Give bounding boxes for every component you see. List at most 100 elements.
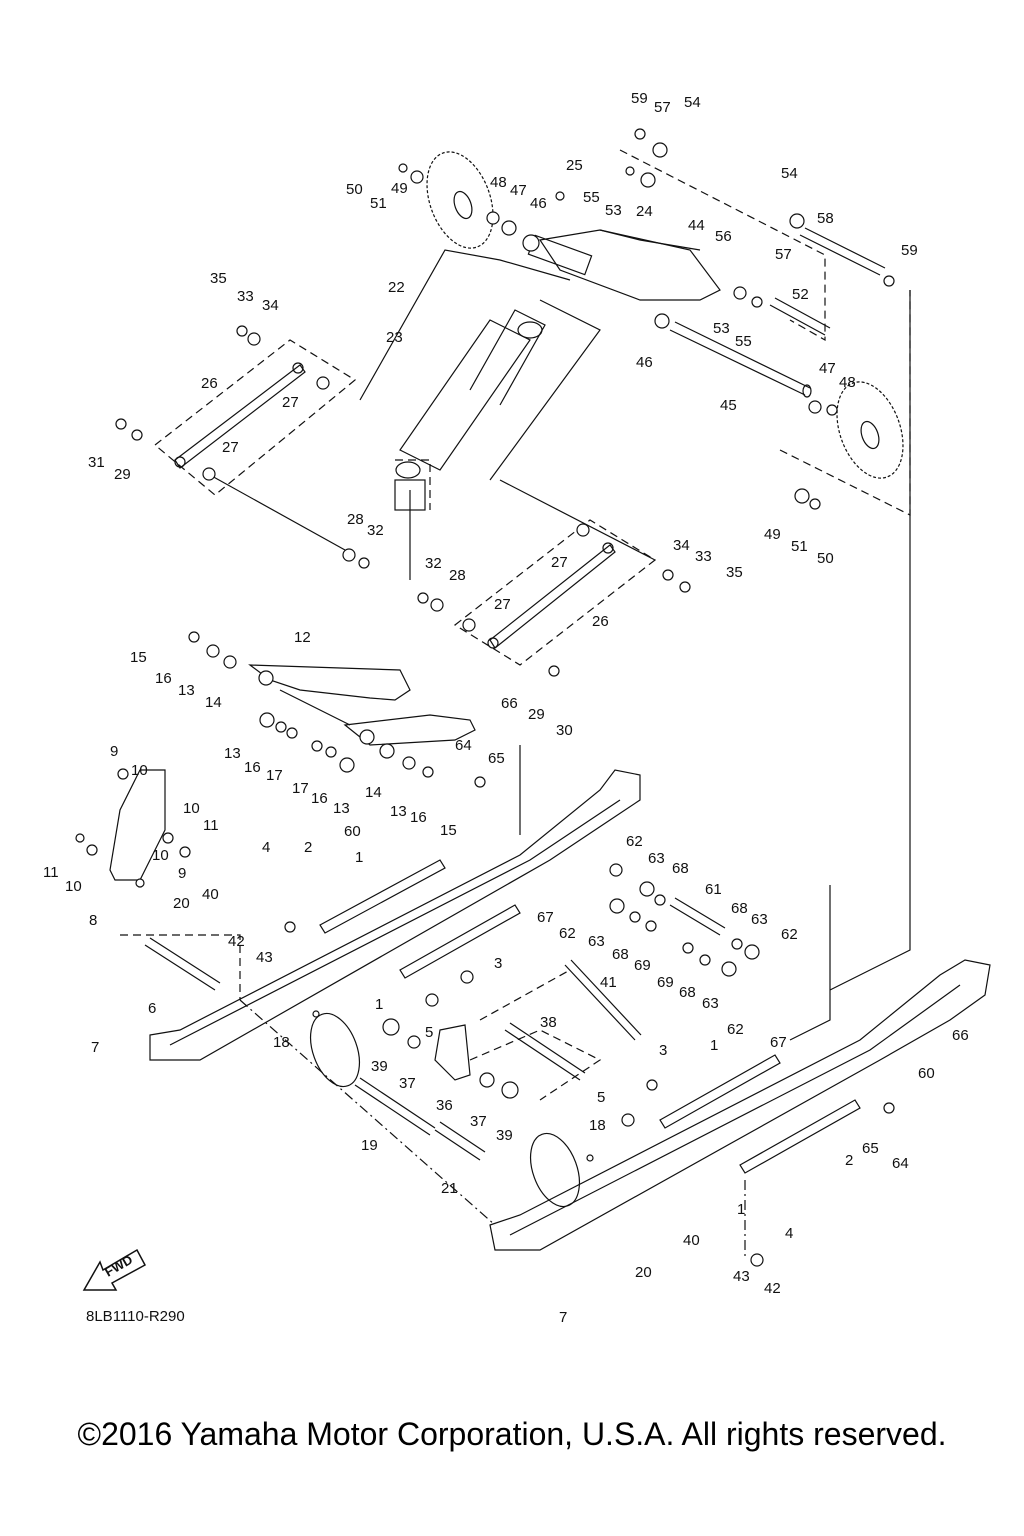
callout-3: 3: [659, 1042, 667, 1059]
callout-1: 1: [737, 1201, 745, 1218]
callout-10: 10: [131, 762, 148, 779]
callout-57: 57: [654, 99, 671, 116]
slide-rail-left: [149, 769, 641, 1061]
callout-5: 5: [597, 1089, 605, 1106]
callout-22: 22: [388, 279, 405, 296]
callout-33: 33: [695, 548, 712, 565]
callout-69: 69: [657, 974, 674, 991]
callout-13: 13: [178, 682, 195, 699]
callout-16: 16: [311, 790, 328, 807]
callout-5: 5: [425, 1024, 433, 1041]
callout-41: 41: [600, 974, 617, 991]
callout-46: 46: [530, 195, 547, 212]
callout-68: 68: [679, 984, 696, 1001]
callout-11: 11: [43, 864, 59, 881]
callout-17: 17: [266, 767, 283, 784]
shaft-21: [434, 1121, 486, 1161]
callout-58: 58: [817, 210, 834, 227]
callout-16: 16: [244, 759, 261, 776]
center-lines: [239, 999, 746, 1260]
shaft-61: [669, 897, 726, 936]
callout-49: 49: [391, 180, 408, 197]
callout-55: 55: [735, 333, 752, 350]
callout-61: 61: [705, 881, 722, 898]
callout-66: 66: [501, 695, 518, 712]
callout-13: 13: [224, 745, 241, 762]
callout-63: 63: [588, 933, 605, 950]
callout-37: 37: [470, 1113, 487, 1130]
callout-17: 17: [292, 780, 309, 797]
callout-15: 15: [130, 649, 147, 666]
callout-52: 52: [792, 286, 809, 303]
callout-35: 35: [210, 270, 227, 287]
callout-46: 46: [636, 354, 653, 371]
callout-11: 11: [203, 817, 219, 834]
callout-64: 64: [455, 737, 472, 754]
callout-36: 36: [436, 1097, 453, 1114]
callout-40: 40: [683, 1232, 700, 1249]
callout-30: 30: [556, 722, 573, 739]
callout-43: 43: [733, 1268, 750, 1285]
callout-3: 3: [494, 955, 502, 972]
shaft-52: [769, 297, 831, 336]
callout-63: 63: [648, 850, 665, 867]
callout-54: 54: [781, 165, 798, 182]
callout-69: 69: [634, 957, 651, 974]
callout-55: 55: [583, 189, 600, 206]
callout-26: 26: [201, 375, 218, 392]
shaft-41: [564, 959, 642, 1041]
leader-lines: [209, 249, 911, 1041]
callout-19: 19: [361, 1137, 378, 1154]
callout-10: 10: [65, 878, 82, 895]
callout-25: 25: [566, 157, 583, 174]
callout-20: 20: [635, 1264, 652, 1281]
diagram-reference-code: 8LB1110-R290: [86, 1308, 185, 1325]
callout-60: 60: [918, 1065, 935, 1082]
callout-39: 39: [371, 1058, 388, 1075]
callout-1: 1: [375, 996, 383, 1013]
callout-34: 34: [673, 537, 690, 554]
callout-6: 6: [148, 1000, 156, 1017]
exploded-parts-diagram: FWD 595754542550514948474655532444565758…: [43, 90, 991, 1326]
callout-14: 14: [205, 694, 222, 711]
shaft-38: [504, 1022, 586, 1081]
callout-24: 24: [636, 203, 653, 220]
callout-27: 27: [551, 554, 568, 571]
slide-rail-right: [489, 959, 991, 1251]
callout-62: 62: [626, 833, 643, 850]
callout-9: 9: [110, 743, 118, 760]
callout-14: 14: [365, 784, 382, 801]
callout-60: 60: [344, 823, 361, 840]
callout-51: 51: [791, 538, 808, 555]
callout-2: 2: [845, 1152, 853, 1169]
callout-18: 18: [589, 1117, 606, 1134]
callout-43: 43: [256, 949, 273, 966]
callout-68: 68: [731, 900, 748, 917]
callout-29: 29: [528, 706, 545, 723]
callout-27: 27: [494, 596, 511, 613]
bracket-8: [109, 769, 166, 881]
callout-10: 10: [152, 847, 169, 864]
callout-32: 32: [425, 555, 442, 572]
callout-53: 53: [713, 320, 730, 337]
callout-29: 29: [114, 466, 131, 483]
callout-23: 23: [386, 329, 403, 346]
callout-4: 4: [785, 1225, 793, 1242]
callout-37: 37: [399, 1075, 416, 1092]
callout-28: 28: [347, 511, 364, 528]
callout-1: 1: [355, 849, 363, 866]
callout-59: 59: [631, 90, 648, 107]
bracket-36: [434, 1024, 471, 1081]
callout-9: 9: [178, 865, 186, 882]
callout-18: 18: [273, 1034, 290, 1051]
shaft-45: [669, 321, 812, 398]
callout-67: 67: [770, 1034, 787, 1051]
callout-62: 62: [559, 925, 576, 942]
callout-35: 35: [726, 564, 743, 581]
callout-57: 57: [775, 246, 792, 263]
idler-wheel-lower: [836, 381, 904, 479]
shaft-58: [799, 227, 886, 276]
callout-38: 38: [540, 1014, 557, 1031]
callout-2: 2: [304, 839, 312, 856]
